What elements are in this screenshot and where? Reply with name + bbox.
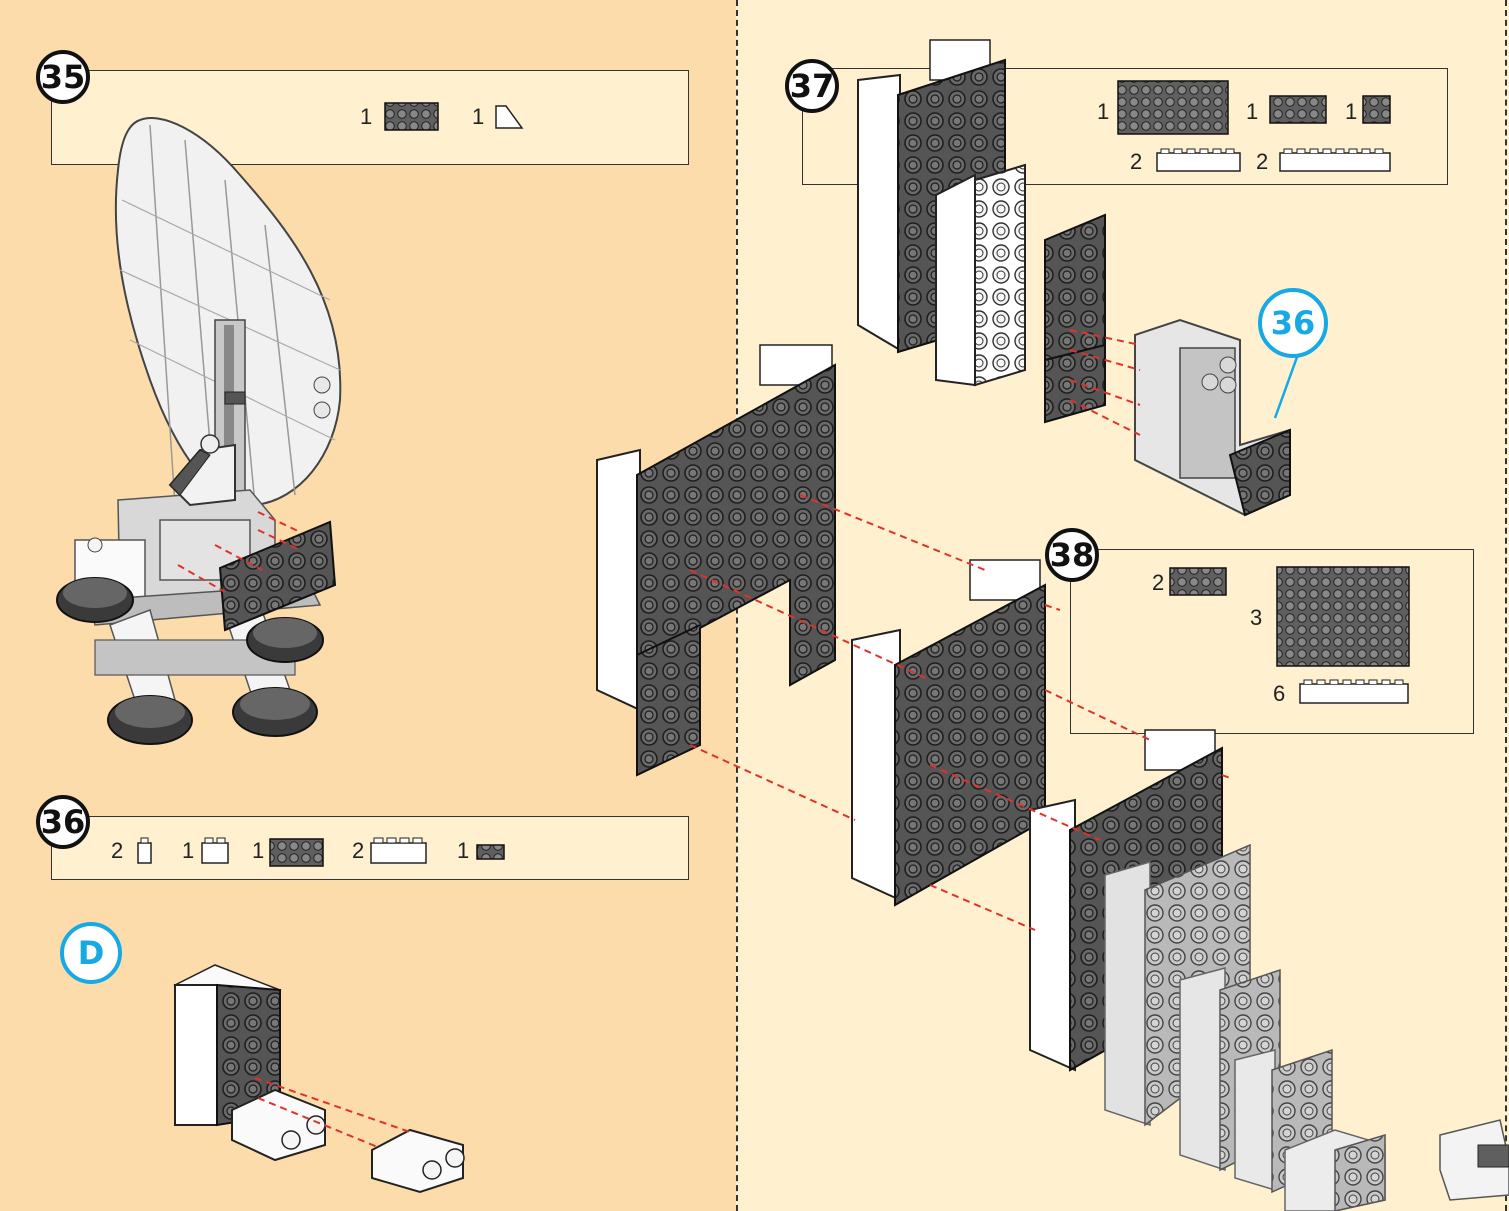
plate-1x2-dark-icon bbox=[477, 845, 504, 859]
step-35-parts-icons bbox=[385, 103, 522, 130]
plate-2x2-dark-icon bbox=[1363, 96, 1390, 123]
step-37-number: 37 bbox=[785, 59, 839, 113]
tall-wall-back bbox=[858, 40, 1025, 385]
step-35-number: 35 bbox=[36, 50, 90, 104]
brick-1x4-icon bbox=[371, 838, 426, 863]
front-frame bbox=[597, 345, 835, 775]
plate-2x4-dark-icon bbox=[385, 103, 438, 130]
slope-brick-icon bbox=[496, 106, 522, 128]
small-dark-column bbox=[1045, 215, 1105, 422]
brick-1x1-icon bbox=[138, 838, 151, 863]
step-36-number: 36 bbox=[36, 795, 90, 849]
step-38-parts-icons bbox=[1170, 567, 1409, 703]
plate-2x4-dark-icon bbox=[1170, 568, 1226, 595]
brick-1x6-icon bbox=[1157, 149, 1240, 171]
staircase-light bbox=[1105, 845, 1385, 1211]
plate-4x8-dark-icon bbox=[1118, 81, 1228, 134]
step-35-model bbox=[57, 118, 340, 744]
corner-build-icon bbox=[1440, 1120, 1509, 1200]
brick-1x8-icon bbox=[1300, 680, 1408, 703]
step-36-parts-icons bbox=[138, 838, 504, 866]
brick-1x2-icon bbox=[202, 838, 228, 863]
sub-assembly-36 bbox=[1135, 320, 1290, 515]
brick-1x8-icon bbox=[1280, 149, 1390, 171]
sub-assembly-d-label: D bbox=[60, 922, 122, 984]
sub-assembly-d bbox=[175, 965, 464, 1192]
sub-assembly-36-reference: 36 bbox=[1258, 288, 1328, 358]
step-38-number: 38 bbox=[1045, 528, 1099, 582]
plate-2x4-dark-icon bbox=[1270, 96, 1326, 123]
step-37-parts-icons bbox=[1118, 81, 1390, 171]
middle-frame bbox=[852, 560, 1045, 905]
plate-6x8-dark-icon bbox=[1277, 567, 1409, 666]
plate-2x4-dark-icon bbox=[270, 839, 323, 866]
step-37-model bbox=[858, 40, 1305, 515]
